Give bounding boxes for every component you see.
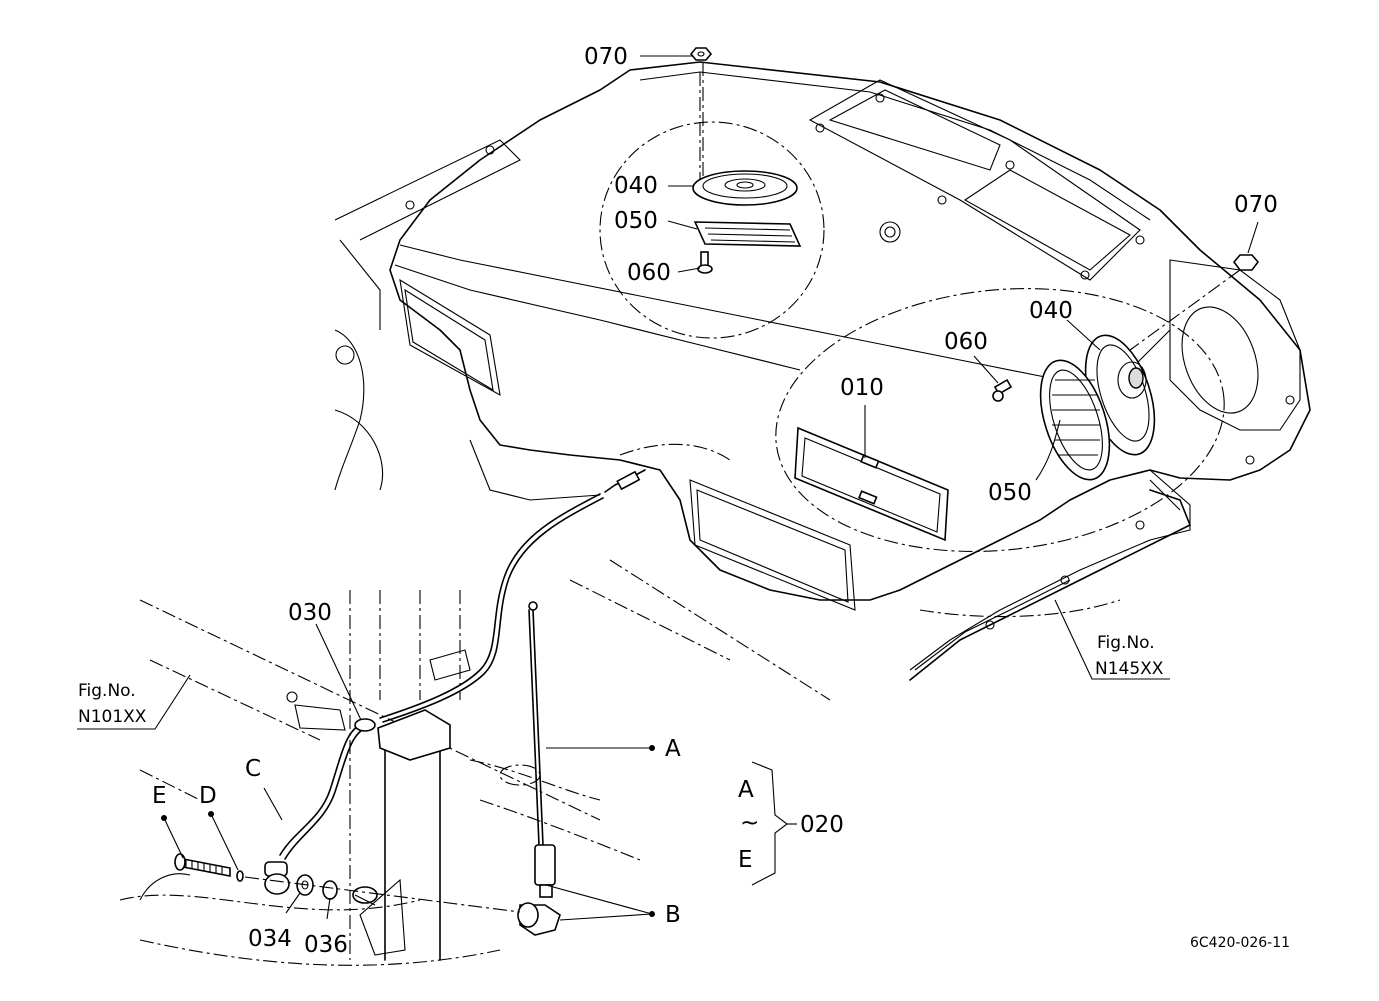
antenna-tip <box>528 601 538 611</box>
ref-right-prefix: Fig.No. <box>1097 633 1155 653</box>
label-034: 034 <box>248 926 292 952</box>
ref-left-code: N101XX <box>78 707 147 727</box>
washer-D <box>236 870 244 882</box>
leader-lines <box>77 55 1259 921</box>
label-036: 036 <box>304 932 348 958</box>
speaker-assembly-right <box>794 254 1260 542</box>
antenna-cable-030 <box>264 469 646 895</box>
grille-050-right <box>1039 359 1111 481</box>
label-060-top: 060 <box>627 260 671 286</box>
label-060-right: 060 <box>944 329 988 355</box>
speaker-assembly-left <box>689 47 802 274</box>
contour-right <box>775 288 1225 552</box>
fastener-stack <box>174 853 521 913</box>
label-070-top: 070 <box>584 44 628 70</box>
callout-D: D <box>199 783 217 809</box>
drawing-code: 6C420-026-11 <box>1190 935 1290 951</box>
callout-C: C <box>245 756 261 782</box>
pillar-frame <box>119 559 831 966</box>
screw-060-top <box>700 251 709 267</box>
range-to: E <box>738 847 753 873</box>
callout-A: A <box>665 736 681 762</box>
cover-010 <box>794 426 949 542</box>
label-020: 020 <box>800 812 844 838</box>
antenna-assembly <box>517 601 561 936</box>
range-from: A <box>738 777 754 803</box>
spacer-036 <box>322 880 338 900</box>
ref-right-code: N145XX <box>1095 659 1164 679</box>
label-010: 010 <box>840 375 884 401</box>
label-050-top: 050 <box>614 208 658 234</box>
part-number-labels: 070 040 050 060 070 040 060 010 050 030 … <box>78 44 1290 958</box>
callout-B: B <box>665 902 681 928</box>
bracket-top <box>377 709 451 761</box>
label-040-right: 040 <box>1029 298 1073 324</box>
ref-left-prefix: Fig.No. <box>78 681 136 701</box>
contour-left <box>599 121 825 339</box>
roof-panel <box>334 61 1311 681</box>
label-030: 030 <box>288 600 332 626</box>
range-tilde: ~ <box>740 810 759 836</box>
callout-E: E <box>152 783 167 809</box>
nut-070-right <box>1232 254 1260 271</box>
label-040-top: 040 <box>614 173 658 199</box>
nut-070-top <box>689 47 713 61</box>
label-070-right: 070 <box>1234 192 1278 218</box>
label-050-right: 050 <box>988 480 1032 506</box>
